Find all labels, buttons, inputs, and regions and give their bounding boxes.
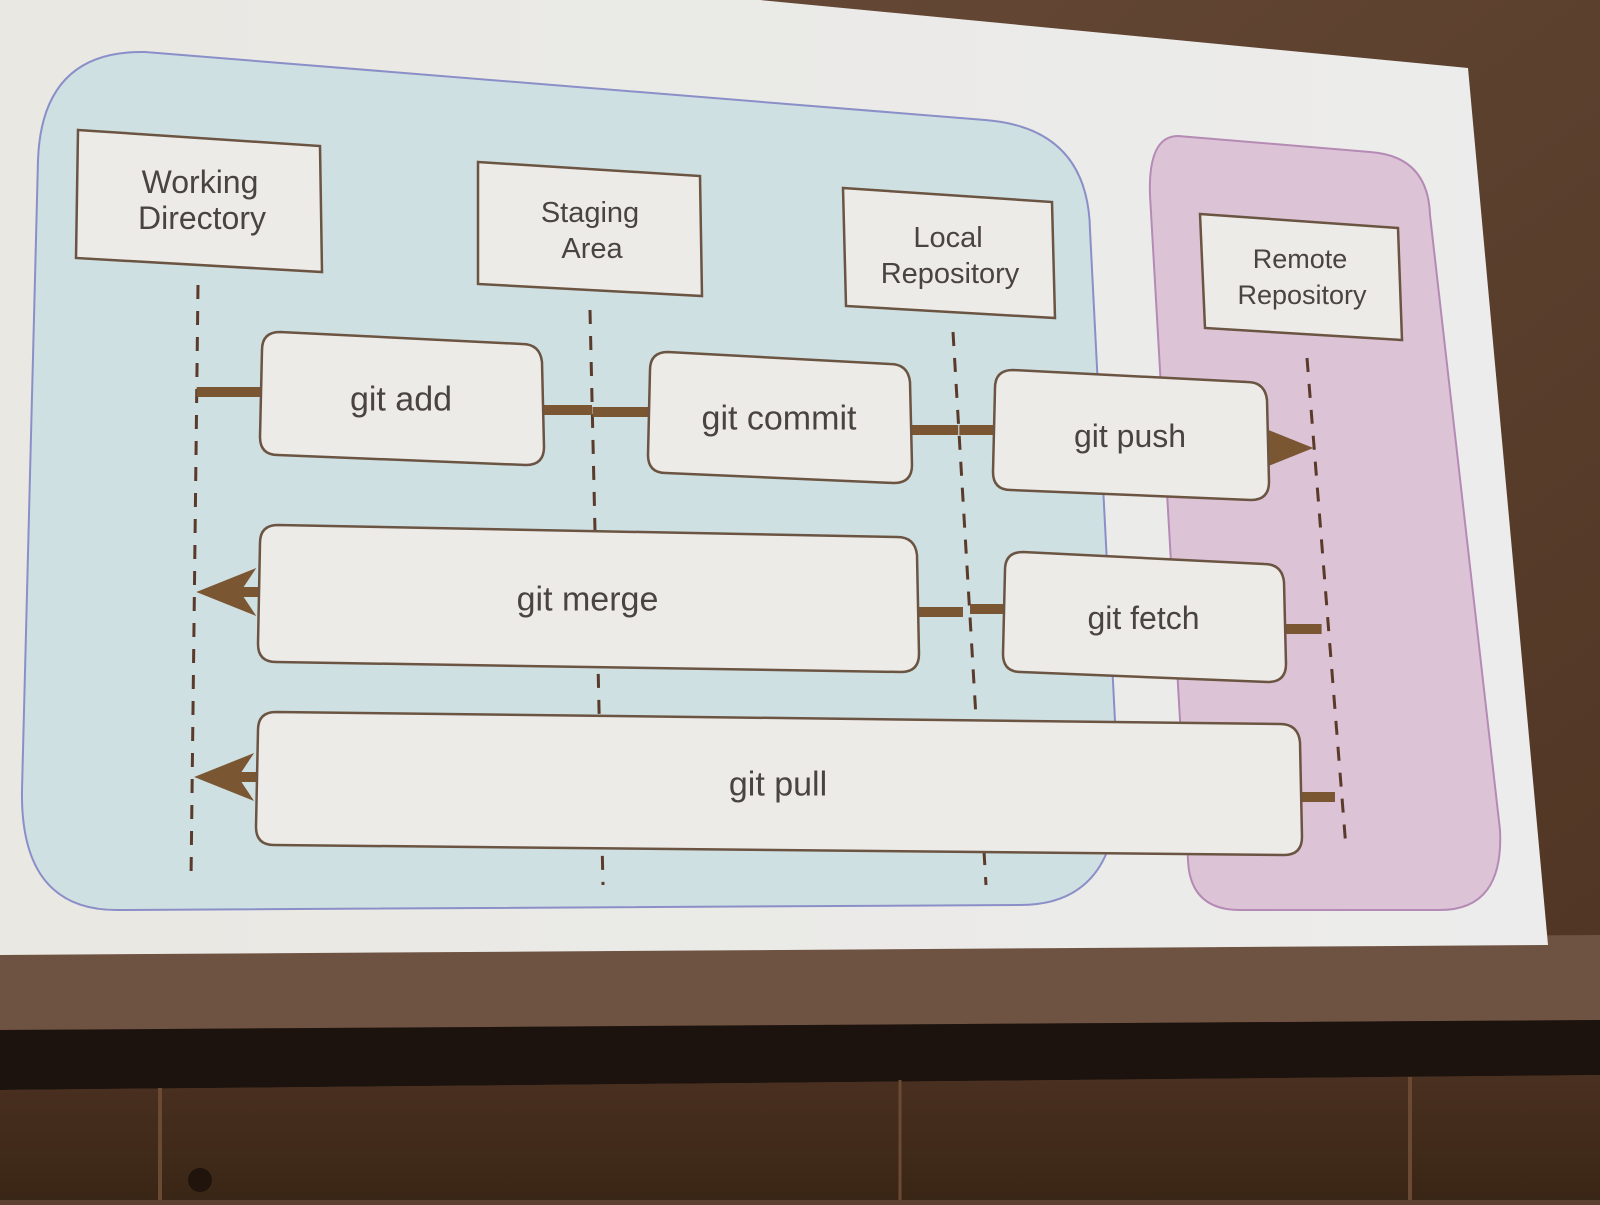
command-box [646, 350, 914, 485]
lane-label-line: Remote [1253, 244, 1348, 274]
lifeline-remote [1305, 357, 1348, 849]
command-box [256, 523, 921, 674]
lane-label-line: Directory [138, 200, 266, 236]
wall-outlet [188, 1168, 212, 1192]
lane-header-box [1198, 212, 1404, 342]
lane-header-box [74, 128, 324, 274]
command-label: git fetch [1087, 600, 1199, 636]
command-git-merge: git merge [196, 523, 963, 674]
lane-label-line: Staging [541, 197, 639, 229]
command-git-pull: git pull [194, 710, 1335, 857]
command-git-commit: git commit [592, 350, 959, 485]
command-label: git pull [729, 766, 827, 804]
lifeline-working [189, 284, 200, 881]
wood-panel-wall [0, 1075, 1600, 1200]
screen-frame-bar [0, 1020, 1600, 1090]
command-git-add: git add [196, 330, 593, 467]
lane-header-box [841, 186, 1057, 320]
command-git-push: git push [959, 368, 1314, 502]
command-box [254, 710, 1304, 857]
command-git-fetch: git fetch [970, 550, 1322, 684]
lane-label-line: Repository [881, 258, 1020, 290]
lane-label-line: Working [142, 164, 259, 200]
lane-label-line: Local [913, 222, 982, 254]
screen-lower-border [0, 935, 1600, 1030]
arrow-left-icon [194, 753, 255, 801]
arrow-left-icon [196, 568, 257, 616]
command-label: git commit [702, 400, 857, 438]
command-label: git merge [517, 581, 659, 619]
lane-label-line: Area [561, 233, 623, 265]
command-box [258, 330, 546, 467]
lane-label-line: Repository [1237, 280, 1367, 310]
command-box [991, 368, 1271, 502]
lane-header-box [476, 160, 704, 298]
command-label: git push [1074, 418, 1186, 454]
command-label: git add [350, 381, 452, 419]
command-box [1001, 550, 1288, 684]
